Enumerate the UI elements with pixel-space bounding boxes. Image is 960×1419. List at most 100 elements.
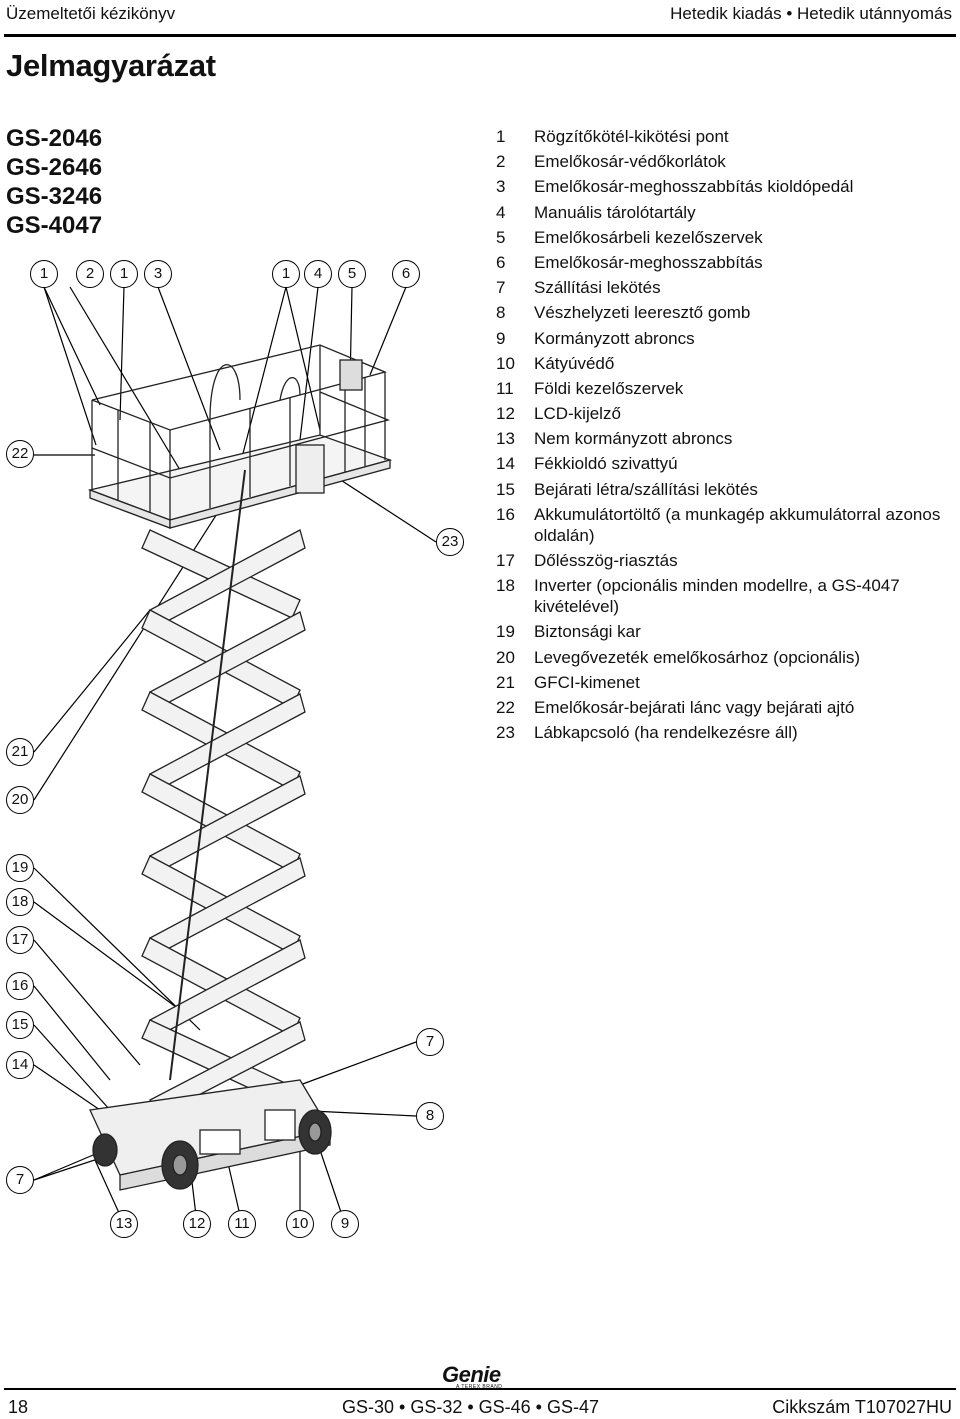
legend-item: 17 Dőlésszög-riasztás [496,550,956,571]
callout: 19 [6,854,34,882]
legend-item: 16 Akkumulátortöltő (a munkagép akkumulát… [496,504,956,546]
legend-number: 21 [496,672,515,692]
header-manual-title: Üzemeltetői kézikönyv [6,4,176,23]
callout: 14 [6,1051,34,1079]
legend-item: 5 Emelőkosárbeli kezelőszervek [496,227,956,248]
legend-number: 11 [496,378,514,398]
model-name: GS-2046 [6,125,103,152]
chassis [89,1079,332,1191]
legend-item: 20 Levegővezeték emelőkosárhoz (opcionáli… [496,647,956,668]
legend-item: 12 LCD-kijelző [496,403,956,424]
legend-number: 18 [496,576,515,596]
legend-text: Akkumulátortöltő (a munkagép akkumulátor… [534,504,941,545]
legend-number: 4 [496,202,506,222]
page-number: 18 [8,1397,29,1417]
footer-rule [4,1388,956,1390]
callout: 21 [6,738,34,766]
legend-number: 1 [496,127,506,146]
legend-number: 15 [496,479,515,499]
callout: 3 [144,260,172,288]
legend-number: 6 [496,252,506,272]
legend-item: 15 Bejárati létra/szállítási lekötés [496,479,956,500]
legend-text: Kátyúvédő [534,353,615,373]
legend-text: Biztonsági kar [534,622,641,642]
model-name: GS-4047 [6,212,103,239]
legend-text: Emelőkosárbeli kezelőszervek [534,227,763,247]
callout: 7 [416,1028,444,1056]
logo-tagline: A TEREX BRAND [456,1384,503,1390]
legend-text: Bejárati létra/szállítási lekötés [534,479,758,499]
legend-text: Emelőkosár-védőkorlátok [534,152,726,172]
legend-item: 4 Manuális tárolótartály [496,202,956,223]
legend-item: 9 Kormányzott abroncs [496,328,956,349]
callout: 16 [6,972,34,1000]
header-edition: Hetedik kiadás • Hetedik utánnyomás [670,4,952,23]
legend-text: Földi kezelőszervek [534,378,684,398]
legend-number: 20 [496,647,515,667]
genie-logo: Genie [442,1362,501,1387]
legend-item: 13 Nem kormányzott abroncs [496,428,956,449]
legend-text: Fékkioldó szivattyú [534,454,678,474]
legend-item: 1 Rögzítőkötél-kikötési pont [496,126,956,147]
legend-text: LCD-kijelző [534,404,621,424]
legend-text: GFCI-kimenet [534,672,640,692]
callout: 8 [416,1102,444,1130]
callout: 18 [6,888,34,916]
callout: 4 [304,260,332,288]
legend-text: Levegővezeték emelőkosárhoz (opcionális) [534,647,861,667]
callout: 20 [6,786,34,814]
page-title: Jelmagyarázat [6,48,216,83]
legend-number: 3 [496,177,506,197]
legend-text: Nem kormányzott abroncs [534,429,733,449]
callout: 10 [286,1210,314,1238]
legend-number: 12 [496,404,515,424]
legend-text: Dőlésszög-riasztás [534,551,678,570]
legend-number: 23 [496,723,515,743]
legend-text: Rögzítőkötél-kikötési pont [534,127,729,146]
callout: 11 [228,1210,256,1238]
legend-number: 9 [496,328,506,348]
legend-item: 10 Kátyúvédő [496,353,956,374]
legend-number: 10 [496,353,515,373]
scissor-stack [141,469,306,1116]
legend-item: 6 Emelőkosár-meghosszabbítás [496,252,956,273]
legend-text: Kormányzott abroncs [534,328,695,348]
callout: 2 [76,260,104,288]
legend-text: Inverter (opcionális minden modellre, a … [534,576,900,617]
legend-number: 13 [496,429,515,449]
legend-number: 16 [496,504,515,524]
callout: 9 [331,1210,359,1238]
callout: 7 [6,1166,34,1194]
header-rule [4,34,956,37]
model-name: GS-3246 [6,183,103,210]
callout: 23 [436,528,464,556]
callout: 17 [6,926,34,954]
callout: 12 [183,1210,211,1238]
legend-text: Vészhelyzeti leeresztő gomb [534,303,751,323]
callout: 15 [6,1011,34,1039]
legend-number: 17 [496,551,515,570]
callout: 22 [6,440,34,468]
callout: 1 [110,260,138,288]
legend-text: Szállítási lekötés [534,278,661,298]
part-number: Cikkszám T107027HU [772,1397,952,1417]
model-name: GS-2646 [6,154,103,181]
platform-guardrails [87,344,393,529]
footer-models: GS-30 • GS-32 • GS-46 • GS-47 [342,1397,600,1417]
legend-text: Emelőkosár-meghosszabbítás [534,252,763,272]
legend-number: 5 [496,227,506,247]
legend-item: 18 Inverter (opcionális minden modellre, … [496,575,956,617]
legend-text: Emelőkosár-bejárati lánc vagy bejárati a… [534,697,855,717]
model-list: GS-2046 GS-2646 GS-3246 GS-4047 [6,124,102,240]
legend-text: Lábkapcsoló (ha rendelkezésre áll) [534,723,798,743]
callout: 1 [30,260,58,288]
legend-text: Manuális tárolótartály [534,202,696,222]
